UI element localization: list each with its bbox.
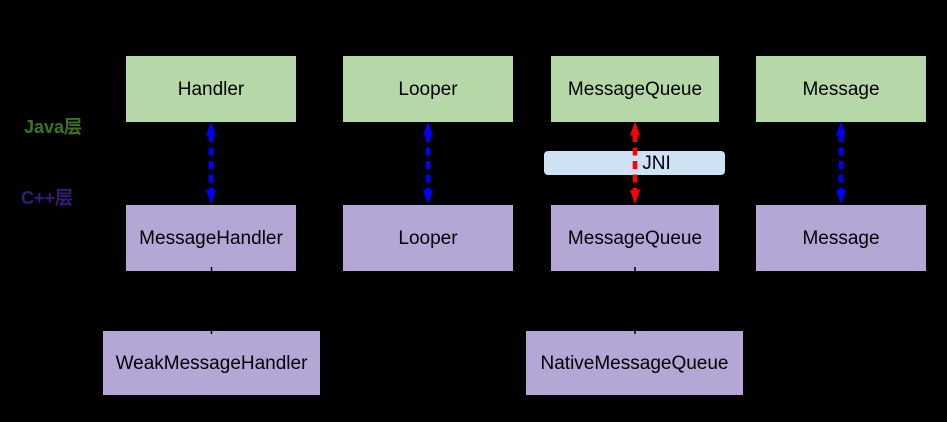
cpp-box-messagequeue: MessageQueue: [551, 205, 719, 271]
java-box-handler: Handler: [126, 56, 296, 122]
java-box-looper: Looper: [343, 56, 513, 122]
arrow-message-message: [836, 121, 846, 204]
box-weakmessagehandler: WeakMessageHandler: [103, 331, 320, 395]
arrow-looper-looper: [423, 121, 433, 204]
arrow-handler-messagehandler: [206, 121, 216, 204]
jni-bar: JNI: [544, 151, 725, 175]
java-box-messagequeue: MessageQueue: [551, 56, 719, 122]
cpp-layer-label: C++层: [21, 188, 74, 208]
cpp-box-messagehandler: MessageHandler: [126, 205, 296, 271]
cpp-box-message: Message: [756, 205, 926, 271]
cpp-box-looper: Looper: [343, 205, 513, 271]
jni-label: JNI: [642, 152, 671, 174]
java-box-message: Message: [756, 56, 926, 122]
java-layer-label: Java层: [24, 117, 83, 137]
box-nativemessagequeue: NativeMessageQueue: [526, 331, 743, 395]
